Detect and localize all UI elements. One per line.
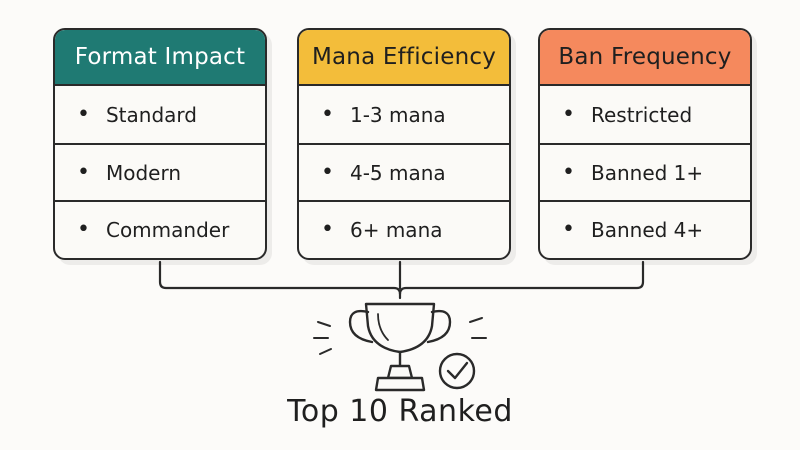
bullet-icon: •: [562, 159, 575, 185]
list-item: • Banned 1+: [540, 143, 750, 200]
card-header: Format Impact: [55, 30, 265, 86]
bullet-icon: •: [321, 159, 334, 185]
list-item: • Commander: [55, 200, 265, 257]
list-item-label: Commander: [105, 217, 230, 242]
list-item: • 6+ mana: [299, 200, 509, 257]
result-label: Top 10 Ranked: [287, 394, 513, 429]
bullet-icon: •: [321, 101, 334, 127]
list-item: • 4-5 mana: [299, 143, 509, 200]
card-header: Ban Frequency: [540, 30, 750, 86]
list-item-label: 4-5 mana: [349, 160, 446, 185]
list-item: • Banned 4+: [540, 200, 750, 257]
bullet-icon: •: [321, 216, 334, 242]
list-item-label: Banned 4+: [590, 217, 704, 242]
list-item: • Standard: [55, 86, 265, 143]
mana-efficiency-card: Mana Efficiency • 1-3 mana • 4-5 mana • 6+ …: [297, 28, 511, 260]
list-item: • Modern: [55, 143, 265, 200]
bullet-icon: •: [77, 101, 90, 127]
connector-lines: [158, 260, 645, 300]
list-item-label: 1-3 mana: [349, 102, 446, 127]
ban-frequency-card: Ban Frequency • Restricted • Banned 1+ • Ba…: [538, 28, 752, 260]
bullet-icon: •: [77, 159, 90, 185]
list-item: • 1-3 mana: [299, 86, 509, 143]
trophy-icon: [348, 302, 452, 392]
connector-left: [158, 260, 402, 300]
list-item: • Restricted: [540, 86, 750, 143]
bullet-icon: •: [562, 101, 575, 127]
sparkle-lines: [313, 317, 487, 355]
checkmark-icon: [438, 352, 476, 390]
list-item-label: Standard: [105, 102, 197, 127]
bullet-icon: •: [77, 216, 90, 242]
list-item-label: Banned 1+: [590, 160, 704, 185]
format-impact-card: Format Impact • Standard • Modern • Command…: [53, 28, 267, 260]
list-item-label: 6+ mana: [349, 217, 443, 242]
connector-right: [398, 260, 645, 296]
list-item-label: Restricted: [590, 102, 693, 127]
card-header: Mana Efficiency: [299, 30, 509, 86]
bullet-icon: •: [562, 216, 575, 242]
list-item-label: Modern: [105, 160, 182, 185]
